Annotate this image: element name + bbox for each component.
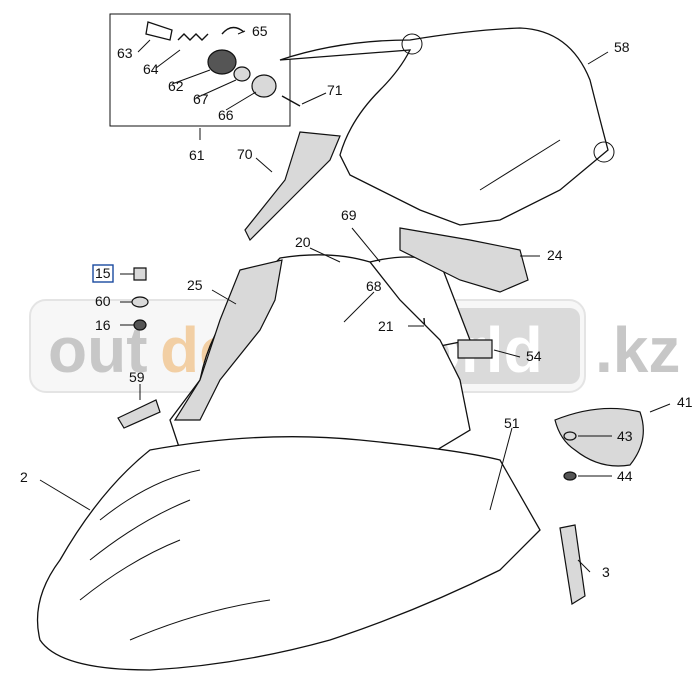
part-65-clip xyxy=(221,26,245,35)
part-51-deck xyxy=(36,436,541,671)
part-24-pad xyxy=(399,227,529,293)
part-44-nut xyxy=(563,471,577,481)
callout-43[interactable]: 43 xyxy=(617,428,633,444)
callout-62[interactable]: 62 xyxy=(168,78,184,94)
part-59-grip xyxy=(117,399,161,429)
callout-2[interactable]: 2 xyxy=(20,469,28,485)
callout-3[interactable]: 3 xyxy=(602,564,610,580)
part-58-windshield xyxy=(279,27,615,226)
callout-69[interactable]: 69 xyxy=(341,207,357,223)
part-63-shape xyxy=(145,21,173,41)
part-41-handle xyxy=(554,407,644,467)
callout-20[interactable]: 20 xyxy=(295,234,311,250)
watermark-out: out xyxy=(48,314,148,386)
leader-lines xyxy=(39,30,671,573)
part-64-spring xyxy=(177,33,209,41)
callout-70[interactable]: 70 xyxy=(237,146,253,162)
part-43-washer xyxy=(563,431,577,441)
callout-41[interactable]: 41 xyxy=(677,394,693,410)
callout-21[interactable]: 21 xyxy=(378,318,394,334)
callout-60[interactable]: 60 xyxy=(95,293,111,309)
part-2-hull xyxy=(79,469,271,641)
callout-67[interactable]: 67 xyxy=(193,91,209,107)
callout-66[interactable]: 66 xyxy=(218,107,234,123)
part-66-cylinder xyxy=(251,74,277,98)
part-3-lever xyxy=(559,524,586,605)
callout-58[interactable]: 58 xyxy=(614,39,630,55)
part-60-washer xyxy=(131,296,149,308)
inset-box xyxy=(109,13,301,127)
callout-61[interactable]: 61 xyxy=(189,147,205,163)
callout-16[interactable]: 16 xyxy=(95,317,111,333)
callout-51[interactable]: 51 xyxy=(504,415,520,431)
callout-44[interactable]: 44 xyxy=(617,468,633,484)
callout-24[interactable]: 24 xyxy=(547,247,563,263)
part-54-block xyxy=(457,339,493,359)
watermark-tld: .kz xyxy=(595,314,680,386)
callout-63[interactable]: 63 xyxy=(117,45,133,61)
part-71-screw xyxy=(281,95,301,107)
part-16-nut xyxy=(133,319,147,331)
callout-15[interactable]: 15 xyxy=(95,265,111,281)
callout-59[interactable]: 59 xyxy=(129,369,145,385)
part-70-bracket xyxy=(244,131,341,242)
callout-68[interactable]: 68 xyxy=(366,278,382,294)
part-67-ring xyxy=(233,66,251,82)
part-15-plug xyxy=(133,267,147,281)
callout-64[interactable]: 64 xyxy=(143,61,159,77)
callout-numbers: 2 3 15 16 20 21 24 25 41 43 44 51 54 58 … xyxy=(20,23,693,580)
callout-25[interactable]: 25 xyxy=(187,277,203,293)
part-25-cowl xyxy=(173,259,283,421)
callout-65[interactable]: 65 xyxy=(252,23,268,39)
part-62-knob xyxy=(207,49,237,75)
callout-54[interactable]: 54 xyxy=(526,348,542,364)
callout-71[interactable]: 71 xyxy=(327,82,343,98)
callout-15-highlight xyxy=(92,264,114,283)
